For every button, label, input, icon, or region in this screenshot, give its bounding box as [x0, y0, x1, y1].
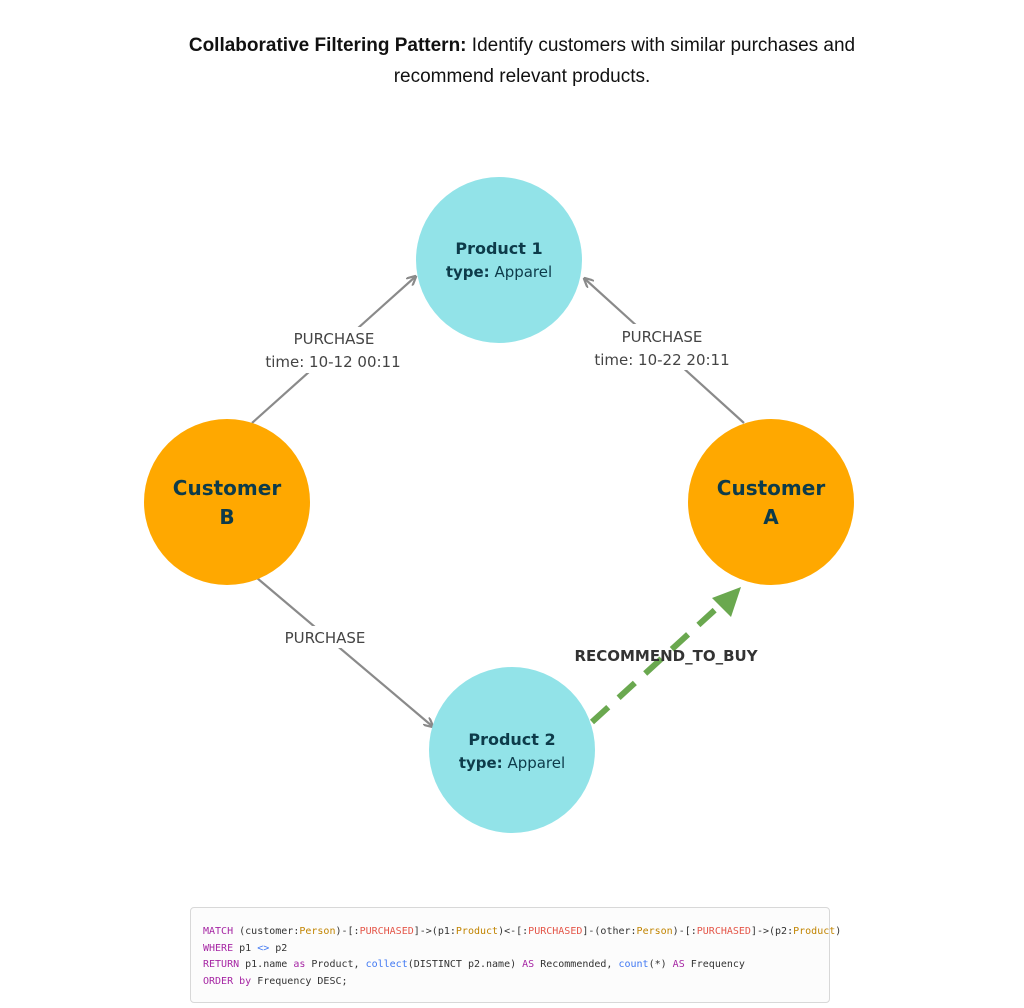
code-token: collect	[365, 959, 408, 970]
code-token: )-[:	[672, 926, 697, 937]
product1-type-value: Apparel	[490, 263, 553, 281]
product2-title: Product 2	[468, 730, 555, 749]
code-token: p2	[269, 942, 288, 954]
edge-recommend-dashed	[589, 605, 720, 725]
code-token: AS	[522, 959, 535, 970]
code-token: MATCH	[203, 926, 234, 937]
code-token: Person	[299, 926, 336, 937]
code-token: ]-(other:	[582, 926, 637, 937]
code-line-1: MATCH (customer:Person)-[:PURCHASED]->(p…	[203, 924, 841, 941]
code-token: ]->(p2:	[750, 926, 794, 937]
code-token: as	[293, 959, 306, 970]
caption-title: Collaborative Filtering Pattern:	[188, 35, 467, 56]
code-token: p1	[233, 942, 258, 954]
code-token: ORDER by	[203, 975, 252, 987]
graph-diagram: PURCHASE time: 10-12 00:11 PURCHASE time…	[144, 177, 854, 833]
product2-type-key: type:	[459, 754, 503, 772]
code-token: <>	[257, 942, 270, 954]
code-token: Recommended,	[534, 959, 619, 970]
code-token: PURCHASED	[359, 926, 414, 937]
edge-label-b-p2: PURCHASE	[285, 629, 366, 647]
customer-b-line1: Customer	[173, 476, 282, 500]
code-token: Product	[455, 926, 499, 937]
cypher-query-block: MATCH (customer:Person)-[:PURCHASED]->(p…	[190, 907, 841, 1003]
label-bg-b-p1	[264, 327, 404, 373]
code-token: (customer:	[233, 926, 300, 937]
code-token: Frequency	[684, 959, 745, 970]
customer-a-line2: A	[763, 505, 779, 529]
label-bg-a-p1	[594, 324, 732, 370]
node-product1[interactable]: Product 1 type: Apparel	[416, 177, 582, 343]
code-token: (*)	[648, 959, 673, 970]
edge-label-b-p1: PURCHASE	[294, 330, 375, 348]
code-token: RETURN	[203, 959, 240, 970]
customer-b-line2: B	[219, 505, 234, 529]
product1-title: Product 1	[455, 239, 542, 258]
node-product2[interactable]: Product 2 type: Apparel	[429, 667, 595, 833]
code-line-4: ORDER by Frequency DESC;	[203, 974, 817, 991]
edge-time-a-p1: time: 10-22 20:11	[594, 351, 729, 369]
edge-label-a-p1: PURCHASE	[622, 328, 703, 346]
product2-type-value: Apparel	[503, 754, 566, 772]
code-token: PURCHASED	[528, 926, 583, 937]
code-token: Person	[636, 926, 673, 937]
code-line-2: WHERE p1 <> p2	[203, 941, 817, 958]
code-token: )<-[:	[498, 926, 529, 937]
node-customer-a[interactable]: Customer A	[688, 419, 854, 585]
code-token: AS	[672, 959, 685, 970]
code-token: PURCHASED	[696, 926, 751, 937]
code-token: Frequency DESC;	[251, 975, 348, 987]
code-token: Product	[793, 926, 836, 937]
edge-time-b-p1: time: 10-12 00:11	[265, 353, 400, 371]
code-token: )-[:	[335, 926, 360, 937]
code-token: WHERE	[203, 942, 234, 954]
node-customer-b[interactable]: Customer B	[144, 419, 310, 585]
recommend-arrowhead	[712, 587, 741, 617]
customer-a-line1: Customer	[717, 476, 826, 500]
code-token: (DISTINCT p2.name)	[407, 959, 523, 970]
code-line-3: RETURN p1.name as Product, collect(DISTI…	[203, 957, 817, 974]
edge-b-to-product2	[256, 577, 432, 726]
caption-text: Identify customers with similar purchase…	[393, 35, 856, 87]
code-token: p1.name	[239, 959, 294, 970]
code-token: Product,	[305, 959, 366, 970]
edge-label-recommend: RECOMMEND_TO_BUY	[574, 647, 758, 665]
product1-type-key: type:	[446, 263, 490, 281]
code-token: count	[618, 959, 649, 970]
diagram-caption: Collaborative Filtering Pattern: Identif…	[150, 30, 894, 92]
product1-type: type: Apparel	[446, 263, 552, 281]
label-bg-b-p2	[282, 626, 368, 648]
code-token: )	[835, 926, 842, 937]
code-token: ]->(p1:	[413, 926, 456, 937]
product2-type: type: Apparel	[459, 754, 565, 772]
